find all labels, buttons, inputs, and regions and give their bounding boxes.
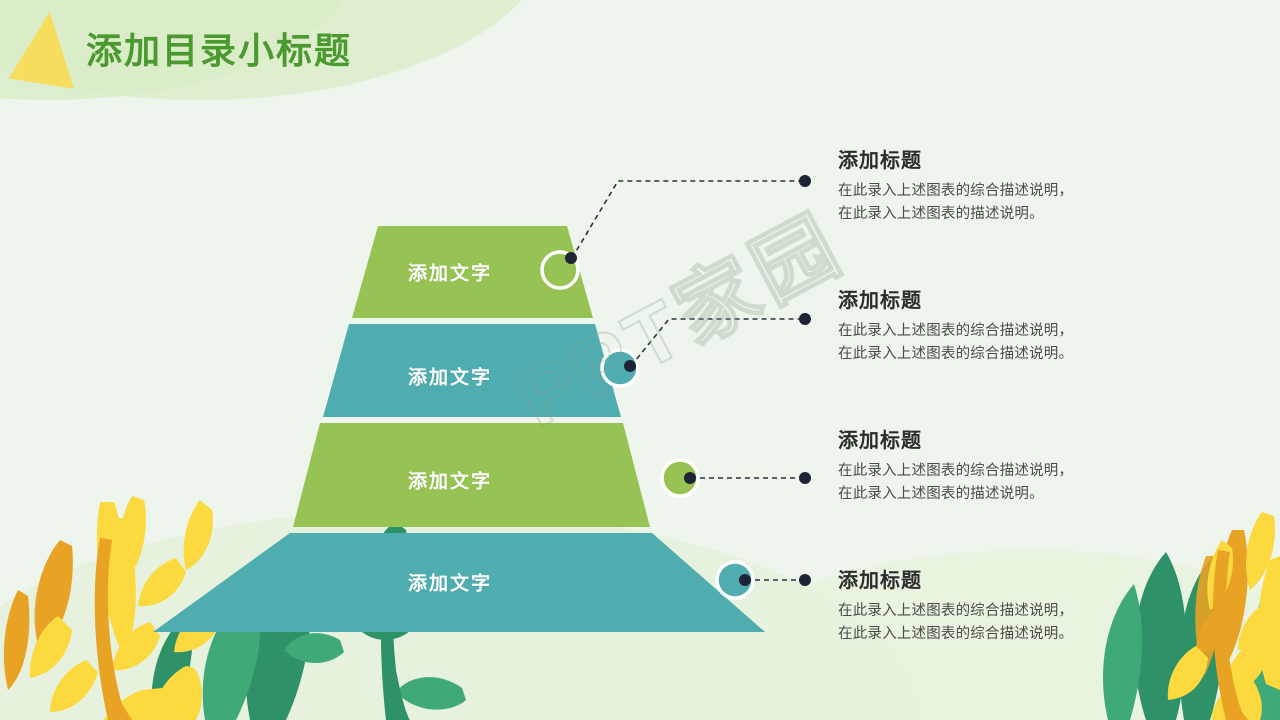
connector-line-4 xyxy=(739,574,811,586)
page-title: 添加目录小标题 xyxy=(86,30,353,71)
info-block-1: 添加标题 在此录入上述图表的综合描述说明， 在此录入上述图表的描述说明。 xyxy=(838,144,1168,227)
info-block-3: 添加标题 在此录入上述图表的综合描述说明， 在此录入上述图表的描述说明。 xyxy=(838,424,1168,507)
info-block-1-line-1: 在此录入上述图表的综合描述说明， xyxy=(838,183,1074,199)
info-block-2-line-1: 在此录入上述图表的综合描述说明， xyxy=(838,323,1074,339)
info-block-2-title: 添加标题 xyxy=(838,290,922,312)
connector-line-2 xyxy=(624,313,811,372)
pyramid-layer-4[interactable] xyxy=(153,533,765,632)
pyramid-node-3[interactable] xyxy=(660,458,700,498)
info-block-4-title: 添加标题 xyxy=(838,570,922,592)
info-block-3-title: 添加标题 xyxy=(838,430,922,452)
info-block-2: 添加标题 在此录入上述图表的综合描述说明， 在此录入上述图表的综合描述说明。 xyxy=(838,284,1168,367)
info-block-3-line-2: 在此录入上述图表的描述说明。 xyxy=(838,486,1044,503)
connector-dot-3-start xyxy=(684,472,696,484)
info-block-1-line-2: 在此录入上述图表的描述说明。 xyxy=(838,206,1044,223)
pyramid-node-4[interactable] xyxy=(715,560,755,600)
connector-dot-1-end xyxy=(799,175,811,187)
pyramid-layer-2[interactable] xyxy=(323,324,621,417)
pyramid-layer-4-label: 添加文字 xyxy=(407,573,493,595)
pyramid-layer-3-label: 添加文字 xyxy=(407,471,493,493)
connector-dot-3-end xyxy=(799,472,811,484)
connector-dot-4-start xyxy=(739,574,751,586)
pyramid-layer-1[interactable] xyxy=(352,226,593,318)
connector-dot-2-start xyxy=(624,360,636,372)
pyramid-layer-2-label: 添加文字 xyxy=(407,367,493,389)
connector-dot-4-end xyxy=(799,574,811,586)
pyramid-node-2[interactable] xyxy=(600,348,640,388)
info-block-3-line-1: 在此录入上述图表的综合描述说明， xyxy=(838,463,1074,479)
info-block-2-line-2: 在此录入上述图表的综合描述说明。 xyxy=(838,346,1074,363)
pyramid-layer-3[interactable] xyxy=(293,423,650,527)
connector-dot-2-end xyxy=(799,313,811,325)
info-block-4-line-1: 在此录入上述图表的综合描述说明， xyxy=(838,603,1074,619)
info-block-1-title: 添加标题 xyxy=(838,150,922,172)
pyramid-layer-1-label: 添加文字 xyxy=(407,263,493,285)
info-block-4: 添加标题 在此录入上述图表的综合描述说明， 在此录入上述图表的综合描述说明。 xyxy=(838,564,1168,647)
connector-dot-1-start xyxy=(565,252,577,264)
connector-line-1 xyxy=(565,175,811,264)
connector-line-3 xyxy=(684,472,811,484)
info-block-4-line-2: 在此录入上述图表的综合描述说明。 xyxy=(838,626,1074,643)
